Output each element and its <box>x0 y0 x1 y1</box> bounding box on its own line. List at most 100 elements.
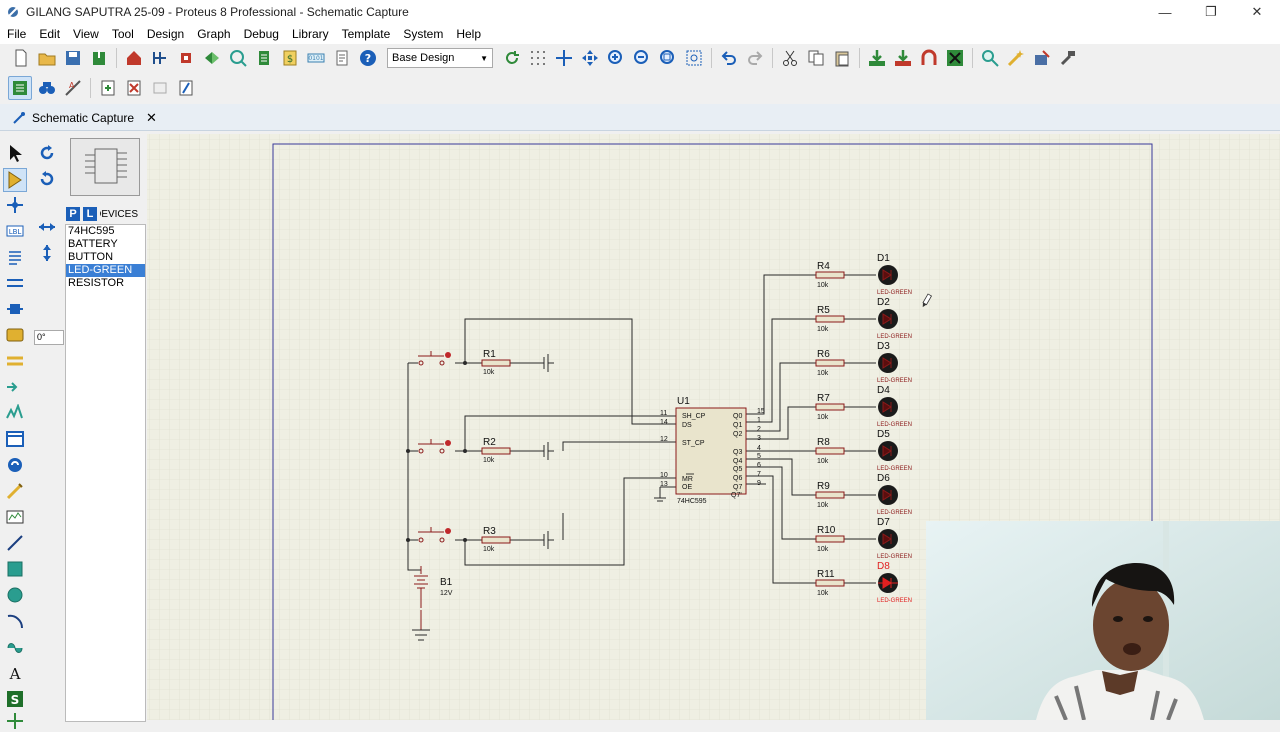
path-tool-icon[interactable] <box>4 636 26 658</box>
device-list-item[interactable]: BUTTON <box>68 251 114 263</box>
menu-tool[interactable]: Tool <box>111 27 134 41</box>
cut-icon[interactable] <box>779 47 801 69</box>
block-copy-icon[interactable] <box>866 47 888 69</box>
menu-design[interactable]: Design <box>146 27 185 41</box>
device-list-item-selected[interactable]: LED-GREEN <box>66 264 145 277</box>
new-sheet-icon[interactable] <box>97 77 119 99</box>
source-code-icon[interactable]: 0101 <box>305 47 327 69</box>
push-buttons <box>418 351 451 543</box>
grid-toggle-icon[interactable] <box>527 47 549 69</box>
d5-part: LED-GREEN <box>877 466 912 472</box>
library-manager-button[interactable]: L <box>83 207 97 221</box>
tape-recorder-icon[interactable] <box>4 428 26 450</box>
circle-tool-icon[interactable] <box>4 584 26 606</box>
menu-graph[interactable]: Graph <box>197 27 231 41</box>
r4-ref: R4 <box>817 261 830 272</box>
box-tool-icon[interactable] <box>4 558 26 580</box>
import-icon[interactable] <box>88 47 110 69</box>
undo-icon[interactable] <box>718 47 740 69</box>
text-tool-icon[interactable]: A <box>4 662 26 684</box>
origin-icon[interactable] <box>553 47 575 69</box>
rotate-anticlockwise-icon[interactable] <box>36 168 58 190</box>
maximize-button[interactable]: ❐ <box>1205 4 1217 19</box>
gerber-icon[interactable] <box>227 47 249 69</box>
block-move-icon[interactable] <box>892 47 914 69</box>
line-tool-icon[interactable] <box>4 532 26 554</box>
pick-devices-button[interactable]: P <box>66 207 80 221</box>
arc-tool-icon[interactable] <box>4 610 26 632</box>
wire-autorouter-icon[interactable] <box>8 76 32 100</box>
device-list-item[interactable]: BATTERY <box>68 238 118 250</box>
menu-debug[interactable]: Debug <box>243 27 279 41</box>
menu-template[interactable]: Template <box>341 27 391 41</box>
menu-view[interactable]: View <box>73 27 99 41</box>
make-device-icon[interactable] <box>1005 47 1027 69</box>
junction-dot-icon[interactable] <box>4 194 26 216</box>
device-pins-icon[interactable] <box>4 350 26 372</box>
virtual-instruments-icon[interactable] <box>4 506 26 528</box>
sheet-border <box>272 143 1153 732</box>
device-list-item[interactable]: RESISTOR <box>68 277 125 289</box>
refresh-icon[interactable] <box>501 47 523 69</box>
graph-mode-icon[interactable] <box>4 402 26 424</box>
tab-schematic-capture[interactable]: Schematic Capture ✕ <box>12 106 170 130</box>
design-explorer-icon[interactable] <box>253 47 275 69</box>
bill-of-materials-icon[interactable]: $ <box>279 47 301 69</box>
remove-sheet-icon[interactable] <box>123 77 145 99</box>
selection-mode-icon[interactable] <box>4 142 26 164</box>
home-icon[interactable] <box>123 47 145 69</box>
mirror-horizontal-icon[interactable] <box>36 216 58 238</box>
component-mode-icon[interactable] <box>3 168 27 192</box>
symbol-tool-icon[interactable]: S <box>4 688 26 710</box>
copy-icon[interactable] <box>805 47 827 69</box>
zoom-out-icon[interactable] <box>631 47 653 69</box>
terminals-icon[interactable] <box>4 324 26 346</box>
menu-file[interactable]: File <box>7 27 27 41</box>
subcircuit-icon[interactable] <box>4 298 26 320</box>
redo-icon[interactable] <box>744 47 766 69</box>
schematic-icon[interactable] <box>149 47 171 69</box>
new-file-icon[interactable] <box>10 47 32 69</box>
pick-device-icon[interactable] <box>979 47 1001 69</box>
d3-part: LED-GREEN <box>877 378 912 384</box>
probe-voltage-icon[interactable] <box>4 454 26 476</box>
exit-to-parent-icon[interactable] <box>149 77 171 99</box>
block-rotate-icon[interactable] <box>918 47 940 69</box>
menu-help[interactable]: Help <box>456 27 482 41</box>
open-folder-icon[interactable] <box>36 47 58 69</box>
menu-library[interactable]: Library <box>291 27 329 41</box>
decompose-icon[interactable] <box>1057 47 1079 69</box>
menu-edit[interactable]: Edit <box>39 27 61 41</box>
menu-system[interactable]: System <box>403 27 444 41</box>
search-tag-icon[interactable] <box>36 77 58 99</box>
rotation-angle-field[interactable]: 0° <box>34 330 64 345</box>
pcb-icon[interactable] <box>175 47 197 69</box>
zoom-area-icon[interactable] <box>683 47 705 69</box>
zoom-in-icon[interactable] <box>605 47 627 69</box>
rotate-clockwise-icon[interactable] <box>36 142 58 164</box>
zoom-all-icon[interactable] <box>657 47 679 69</box>
generator-icon[interactable] <box>4 376 26 398</box>
packaging-tool-icon[interactable] <box>1031 47 1053 69</box>
help-icon[interactable]: ? <box>357 47 379 69</box>
3d-view-icon[interactable] <box>201 47 223 69</box>
notes-icon[interactable] <box>331 47 353 69</box>
text-script-icon[interactable] <box>4 246 26 268</box>
save-icon[interactable] <box>62 47 84 69</box>
design-rules-icon[interactable] <box>175 77 197 99</box>
wire-label-icon[interactable]: LBL <box>4 220 26 242</box>
device-list-item[interactable]: 74HC595 <box>68 225 115 237</box>
property-assignment-icon[interactable]: A <box>62 77 84 99</box>
buses-icon[interactable] <box>4 272 26 294</box>
design-variant-select[interactable]: Base Design▼ <box>387 48 493 68</box>
b1-ref: B1 <box>440 577 453 588</box>
block-delete-icon[interactable] <box>944 47 966 69</box>
pan-icon[interactable] <box>579 47 601 69</box>
close-window-button[interactable]: ✕ <box>1251 4 1263 19</box>
minimize-button[interactable]: — <box>1158 4 1172 20</box>
paste-icon[interactable] <box>831 47 853 69</box>
probe-current-icon[interactable] <box>4 480 26 502</box>
marker-tool-icon[interactable] <box>4 710 26 732</box>
close-tab-icon[interactable]: ✕ <box>146 110 157 125</box>
mirror-vertical-icon[interactable] <box>36 242 58 264</box>
